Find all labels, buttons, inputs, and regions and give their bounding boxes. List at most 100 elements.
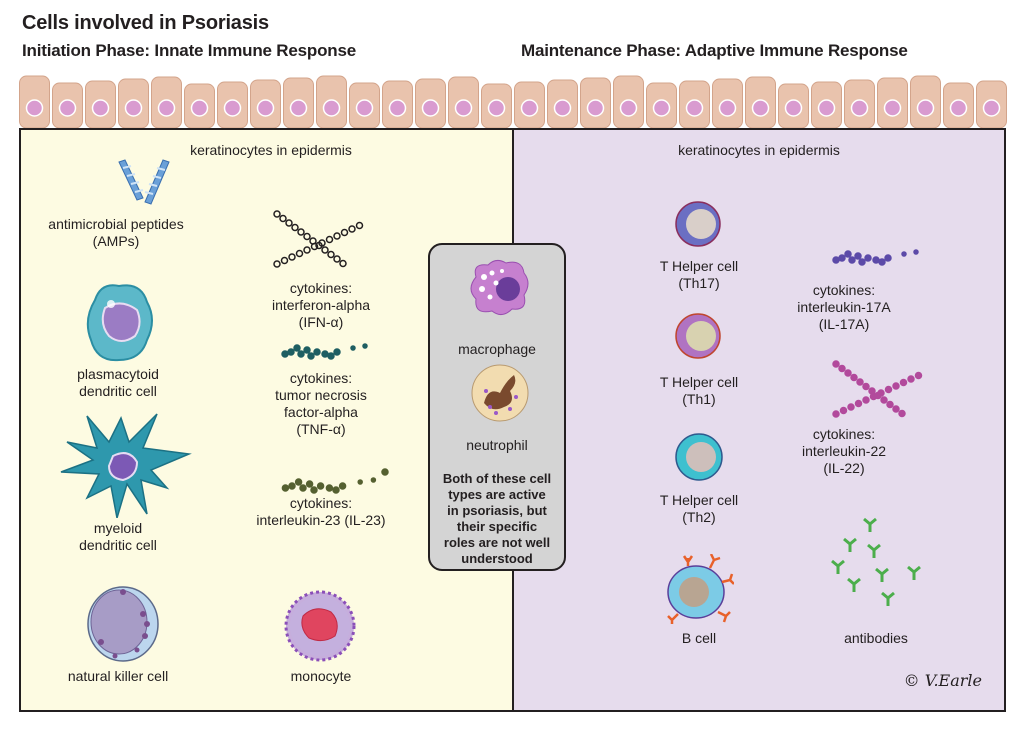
cytokine-dots-icon — [832, 249, 919, 266]
antibody — [867, 543, 881, 558]
label-natural-killer-cell: natural killer cell — [67, 668, 169, 684]
cytokine-dot — [288, 482, 296, 490]
cytokine-dot — [874, 391, 882, 400]
monocyte-icon — [284, 590, 356, 662]
cytokine-dot — [886, 400, 894, 409]
cytokine-dot — [327, 250, 335, 259]
cytokine-dot — [280, 256, 289, 265]
cytokine-dot — [844, 369, 852, 377]
cytokine-dot — [281, 484, 290, 492]
cytokine-dot — [892, 382, 900, 390]
b-cell-icon — [667, 554, 734, 624]
cytokine-dot — [884, 385, 893, 394]
cytokine-dot — [340, 228, 349, 237]
cytokine-dot — [315, 241, 323, 250]
cytokine-dot — [913, 249, 919, 255]
label-il-17a: cytokines: interleukin-17A (IL-17A) — [797, 282, 891, 332]
cytokine-dot — [273, 260, 281, 268]
cytokine-dot — [333, 255, 341, 263]
cytokine-dot — [854, 252, 862, 260]
keratinocyte-nucleus — [157, 99, 176, 117]
cytokine-dot — [303, 346, 311, 354]
keratinocyte-nucleus — [520, 99, 539, 117]
keratinocyte-nucleus — [817, 99, 836, 117]
phase-heading-initiation: Initiation Phase: Innate Immune Response — [22, 41, 356, 60]
antibody — [843, 537, 857, 552]
keratinocyte-nucleus — [388, 99, 407, 117]
cytokine-dot — [901, 251, 907, 257]
nk-cell-icon — [87, 586, 159, 662]
antibody — [831, 559, 845, 574]
cytokine-dot — [307, 352, 315, 360]
cytokine-dot — [299, 484, 307, 492]
cytokine-dot — [839, 406, 848, 415]
cytokine-dot — [309, 237, 317, 245]
panel-header: keratinocytes in epidermis — [190, 142, 352, 158]
maintenance-panel: keratinocytes in epidermis T Helper cell… — [512, 128, 1006, 712]
cytokine-dot — [297, 228, 305, 236]
cytokine-dot — [847, 403, 855, 411]
keratinocyte-nucleus — [619, 99, 638, 117]
cytokine-dot — [838, 254, 846, 262]
cytokine-dot — [862, 396, 870, 404]
cytokine-dot — [291, 223, 299, 232]
antibody — [863, 517, 877, 532]
cytokine-dot — [288, 253, 296, 261]
cytokine-dot — [303, 232, 311, 241]
t-cell-icon — [675, 313, 721, 359]
keratinocyte-layer — [19, 75, 1007, 129]
cytokine-dots-icon — [281, 468, 389, 494]
keratinocyte-nucleus — [322, 99, 341, 117]
cytokine-dot — [333, 232, 341, 240]
keratinocyte-nucleus — [91, 99, 110, 117]
label-th17: T Helper cell (Th17) — [659, 258, 739, 291]
cytokine-dot — [325, 235, 334, 244]
cytokine-dot — [333, 348, 341, 356]
cytokine-dot — [880, 396, 888, 404]
label-amps: antimicrobial peptides (AMPs) — [48, 216, 184, 249]
cytokine-dot — [884, 254, 892, 262]
keratinocyte-nucleus — [751, 99, 770, 117]
cytokine-dot — [878, 258, 886, 266]
cytokine-dot — [848, 256, 856, 264]
phase-heading-maintenance: Maintenance Phase: Adaptive Immune Respo… — [521, 41, 908, 60]
label-myeloid-dendritic-cell: myeloid dendritic cell — [79, 520, 157, 553]
cytokine-dot — [339, 259, 347, 268]
cytokine-dot — [321, 350, 329, 358]
cytokine-dot — [362, 343, 368, 349]
cytokine-dot — [844, 250, 852, 258]
cytokine-dot — [832, 360, 840, 368]
cytokine-dot — [295, 249, 304, 258]
keratinocyte-nucleus — [58, 99, 77, 117]
label-macrophage: macrophage — [458, 341, 536, 357]
initiation-panel: keratinocytes in epidermis antimicrobial… — [19, 128, 514, 712]
keratinocyte-nucleus — [190, 99, 209, 117]
keratinocyte-nucleus — [25, 99, 44, 117]
keratinocyte-nucleus — [982, 99, 1001, 117]
cytokine-dot — [832, 256, 840, 264]
cytokine-dot — [914, 371, 923, 380]
label-il-22: cytokines: interleukin-22 (IL-22) — [801, 426, 887, 476]
phagocyte-box: macrophage neutrophil Both of these cell… — [428, 243, 566, 571]
antibody — [875, 567, 889, 582]
label-neutrophil: neutrophil — [466, 437, 528, 453]
diagram-title: Cells involved in Psoriasis — [22, 12, 269, 34]
cytokine-dot — [862, 382, 870, 391]
phagocyte-note: Both of these cell types are active in p… — [442, 471, 552, 566]
cytokine-dot — [350, 345, 356, 351]
cytokine-dot — [313, 348, 321, 356]
cytokine-dot — [864, 254, 872, 262]
cytokine-dot — [850, 373, 858, 382]
cytokine-dot — [854, 399, 863, 408]
cytokine-dot — [868, 387, 876, 395]
label-antibodies: antibodies — [844, 630, 908, 646]
antibody — [907, 565, 921, 580]
signature: © V.Earle — [903, 671, 982, 690]
cytokine-dot — [370, 477, 377, 483]
label-ifn-alpha: cytokines: interferon-alpha (IFN-α) — [271, 280, 371, 330]
cytokine-dot — [325, 484, 334, 492]
keratinocyte-nucleus — [421, 99, 440, 117]
keratinocyte-nucleus — [949, 99, 968, 117]
macrophage-icon — [470, 259, 529, 315]
panel-header: keratinocytes in epidermis — [678, 142, 840, 158]
